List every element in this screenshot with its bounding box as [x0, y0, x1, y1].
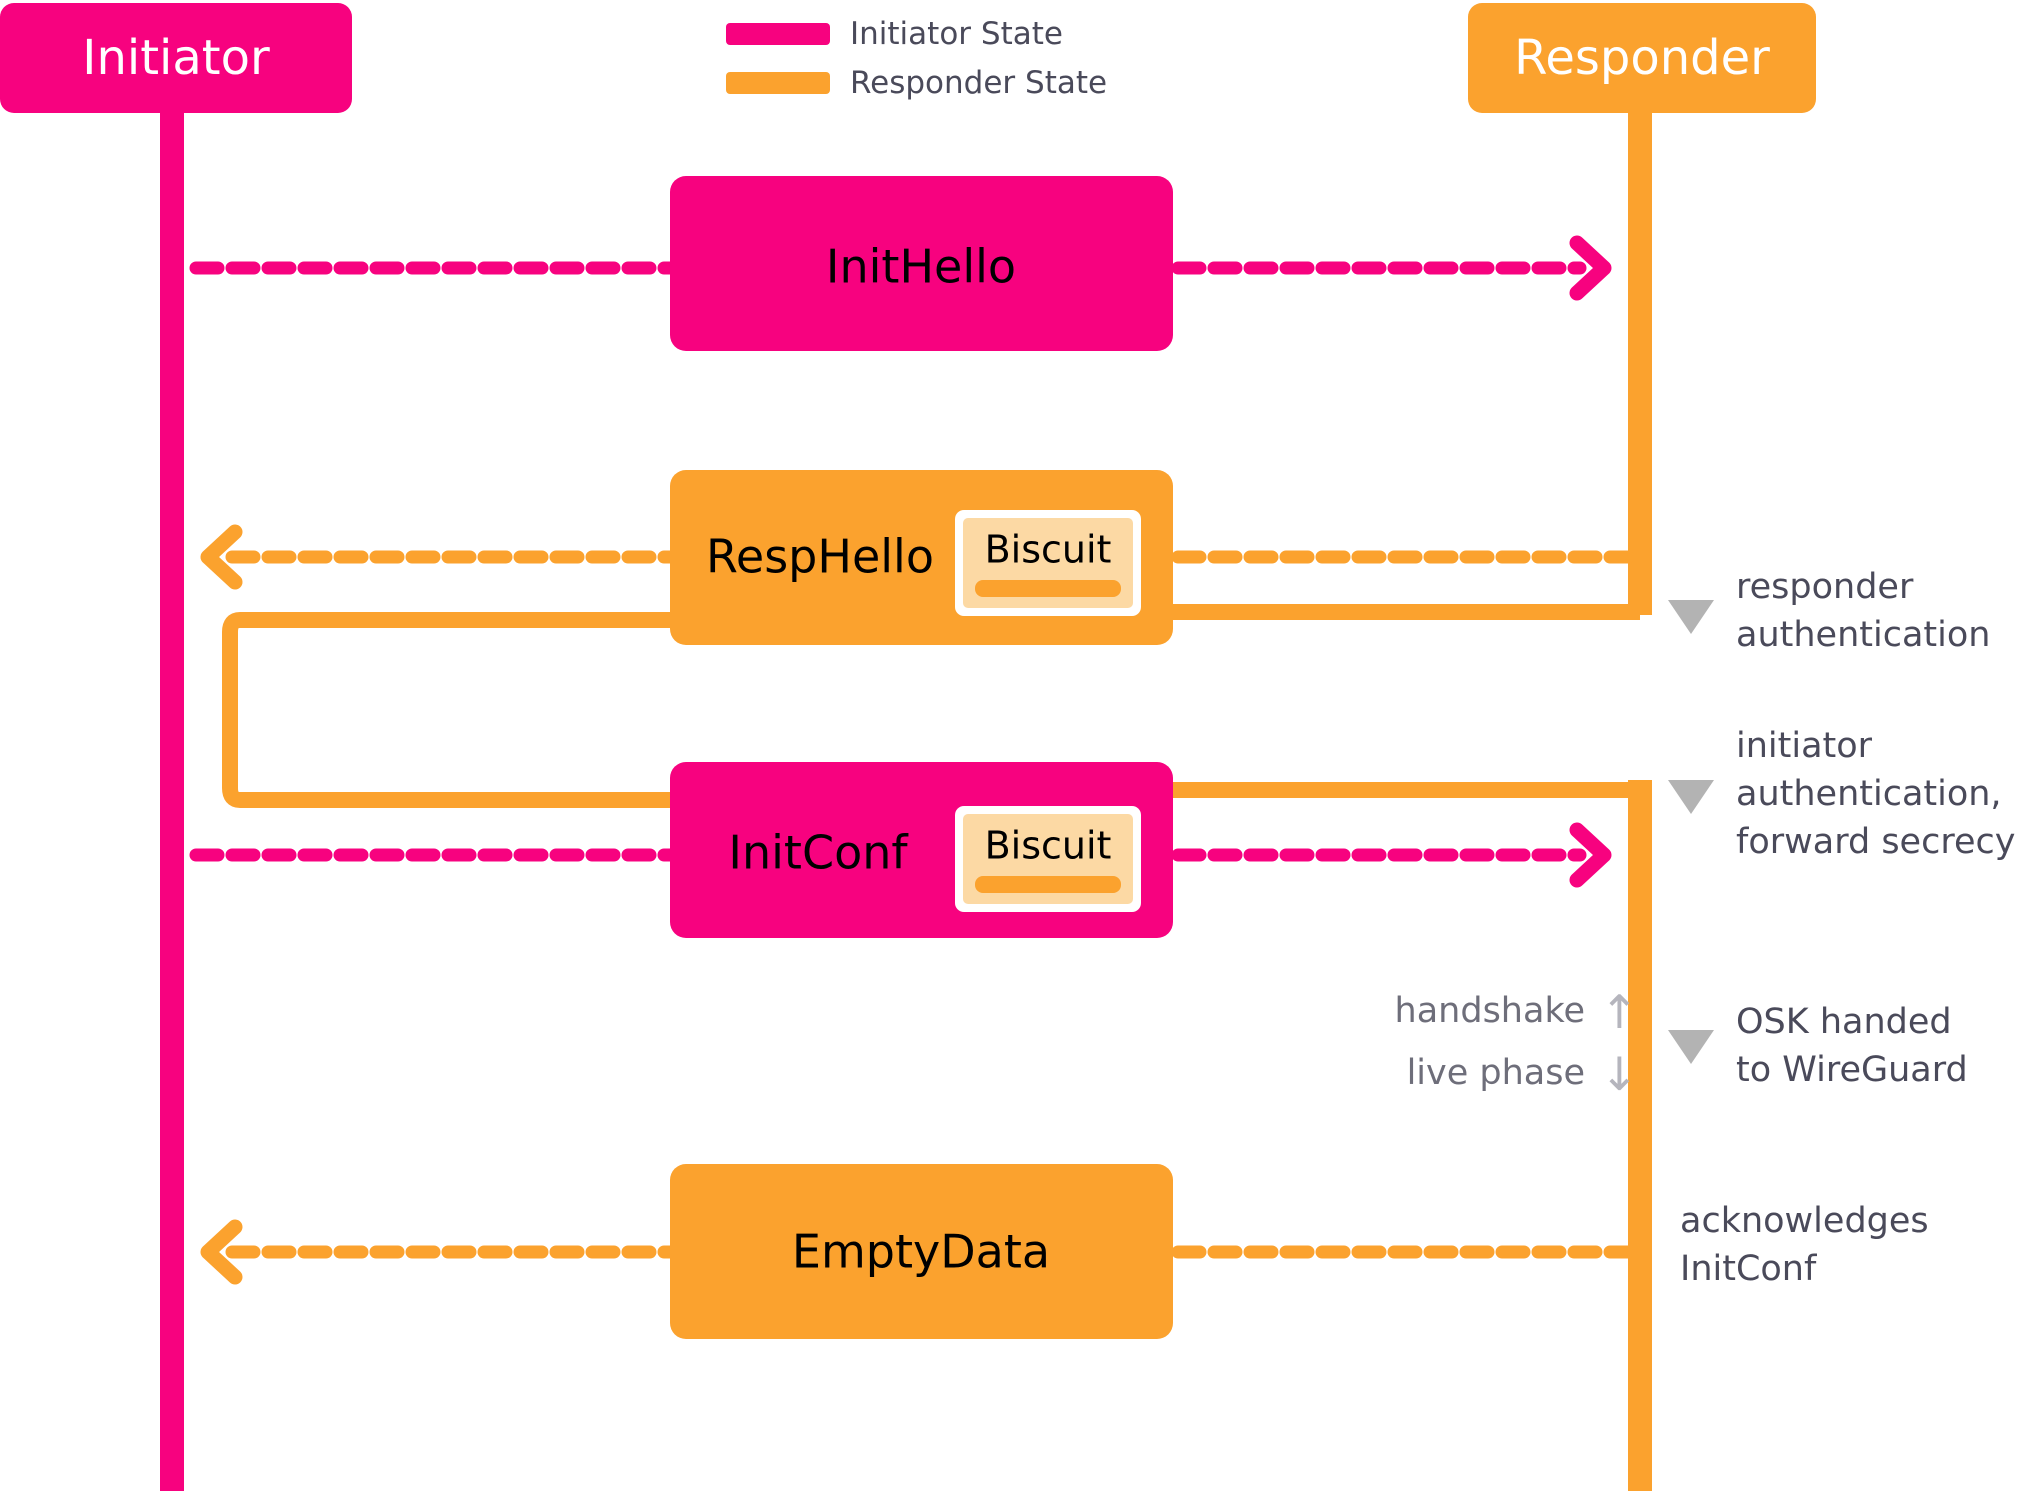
message-arrow-init-conf	[189, 822, 1612, 888]
empty-data-arrowhead-icon	[200, 1219, 243, 1285]
note-osk-handed-line-2: to WireGuard	[1736, 1050, 1968, 1090]
message-box-resp-hello[interactable]: RespHello Biscuit	[670, 470, 1173, 645]
note-initiator-auth-line-3: forward secrecy	[1736, 822, 2015, 862]
note-osk-handed: OSK handed to WireGuard	[1668, 1002, 1968, 1090]
biscuit-bar-init-conf	[975, 876, 1121, 893]
biscuit-badge-init-conf[interactable]: Biscuit	[955, 806, 1141, 912]
message-arrow-empty-data	[200, 1219, 1635, 1285]
responder-state-line-out	[1173, 782, 1648, 820]
note-responder-auth: responder authentication	[1668, 567, 1990, 655]
legend-label-responder: Responder State	[850, 65, 1107, 101]
init-conf-arrowhead-icon	[1569, 822, 1612, 888]
resp-hello-label: RespHello	[706, 530, 934, 584]
message-box-init-conf[interactable]: InitConf Biscuit	[670, 762, 1173, 938]
note-initiator-auth-line-2: authentication,	[1736, 774, 2002, 814]
phase-divider-upper-label: handshake	[1395, 991, 1585, 1031]
responder-lifeline-bottom	[1628, 780, 1652, 1491]
legend-item-initiator-state: Initiator State	[726, 16, 1063, 52]
note-initiator-auth-triangle-down-icon	[1668, 780, 1714, 814]
legend-swatch-responder	[726, 72, 830, 94]
initiator-actor-label: Initiator	[82, 30, 270, 86]
note-acknowledges: acknowledges InitConf	[1680, 1201, 1929, 1289]
init-hello-arrowhead-icon	[1569, 235, 1612, 301]
phase-divider-lower-label: live phase	[1407, 1053, 1585, 1093]
responder-actor-label: Responder	[1514, 30, 1770, 86]
initiator-lifeline	[160, 80, 184, 1491]
note-osk-handed-triangle-down-icon	[1668, 1030, 1714, 1064]
phase-divider-up-arrow-icon: ↑	[1600, 985, 1639, 1039]
biscuit-label-resp-hello: Biscuit	[985, 528, 1112, 572]
phase-divider-down-arrow-icon: ↓	[1600, 1047, 1639, 1101]
resp-hello-arrowhead-icon	[200, 524, 243, 590]
legend: Initiator State Responder State	[726, 16, 1107, 101]
biscuit-badge-resp-hello[interactable]: Biscuit	[955, 510, 1141, 616]
phase-divider: handshake ↑ live phase ↓	[1395, 985, 1639, 1101]
note-responder-auth-triangle-down-icon	[1668, 600, 1714, 634]
biscuit-label-init-conf: Biscuit	[985, 824, 1112, 868]
empty-data-label: EmptyData	[792, 1225, 1050, 1279]
note-acknowledges-line-2: InitConf	[1680, 1249, 1817, 1289]
note-initiator-auth: initiator authentication, forward secrec…	[1668, 726, 2015, 862]
message-arrow-resp-hello	[200, 524, 1635, 590]
legend-swatch-initiator	[726, 23, 830, 45]
initiator-actor-box[interactable]: Initiator	[0, 3, 352, 113]
responder-lifeline-top	[1628, 80, 1652, 615]
note-osk-handed-line-1: OSK handed	[1736, 1002, 1952, 1042]
responder-actor-box[interactable]: Responder	[1468, 3, 1816, 113]
init-hello-label: InitHello	[826, 240, 1016, 294]
responder-state-loop	[222, 612, 673, 808]
legend-item-responder-state: Responder State	[726, 65, 1107, 101]
message-box-init-hello[interactable]: InitHello	[670, 176, 1173, 351]
note-acknowledges-line-1: acknowledges	[1680, 1201, 1929, 1241]
init-conf-label: InitConf	[728, 826, 909, 880]
legend-label-initiator: Initiator State	[850, 16, 1063, 52]
note-initiator-auth-line-1: initiator	[1736, 726, 1873, 766]
message-arrow-init-hello	[189, 235, 1612, 301]
note-responder-auth-line-1: responder	[1736, 567, 1914, 607]
note-responder-auth-line-2: authentication	[1736, 615, 1990, 655]
biscuit-bar-resp-hello	[975, 580, 1121, 597]
message-box-empty-data[interactable]: EmptyData	[670, 1164, 1173, 1339]
